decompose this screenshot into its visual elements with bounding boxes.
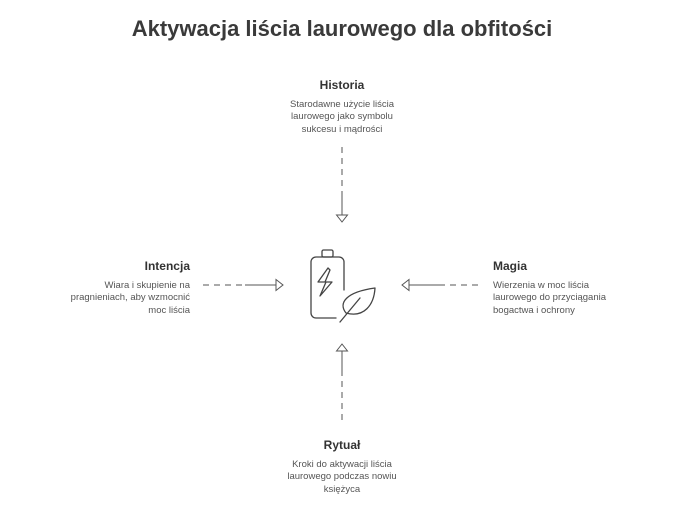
arrow-left (203, 278, 284, 292)
node-desc-line: laurowego do przyciągania (493, 292, 607, 303)
arrow-right (401, 278, 478, 292)
node-desc-line: laurowego jako symbolu (291, 111, 393, 122)
node-historia: Historia Starodawne użycie liścia laurow… (262, 79, 422, 136)
node-desc-line: Starodawne użycie liścia (289, 98, 395, 110)
node-rytual: Rytuał Kroki do aktywacji liścia laurowe… (262, 439, 422, 496)
node-desc-line: Kroki do aktywacji liścia (292, 458, 392, 470)
arrow-bottom (335, 343, 349, 420)
arrow-top (335, 147, 349, 223)
node-desc-line: księżyca (323, 483, 361, 495)
node-desc-line: pragnieniach, aby wzmocnić (70, 292, 190, 303)
node-title: Historia (319, 78, 365, 92)
node-intencja: Intencja Wiara i skupienie na pragnienia… (40, 260, 190, 317)
node-desc-line: sukcesu i mądrości (301, 123, 383, 135)
node-title: Magia (493, 259, 528, 273)
node-title: Intencja (144, 259, 190, 273)
node-desc-line: bogactwa i ochrony (493, 304, 575, 316)
diagram-title: Aktywacja liścia laurowego dla obfitości (131, 16, 553, 41)
node-title: Rytuał (323, 438, 361, 452)
node-desc-line: Wiara i skupienie na (104, 279, 190, 291)
battery-leaf-icon (310, 249, 376, 323)
node-desc-line: laurowego podczas nowiu (287, 471, 397, 482)
node-magia: Magia Wierzenia w moc liścia laurowego d… (493, 260, 663, 317)
node-desc-line: Wierzenia w moc liścia (493, 279, 590, 291)
node-desc-line: moc liścia (148, 304, 190, 316)
